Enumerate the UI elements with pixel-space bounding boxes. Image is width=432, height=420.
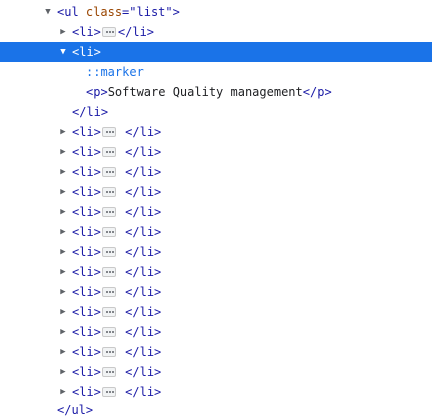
dom-node-li-collapsed[interactable]: ▶ <li> </li> — [0, 182, 432, 202]
dom-node-li-collapsed[interactable]: ▶ <li> </li> — [0, 382, 432, 402]
dom-node-marker[interactable]: ::marker — [0, 62, 432, 82]
ellipsis-icon[interactable] — [101, 366, 116, 377]
marker-pseudo-element: ::marker — [86, 65, 144, 79]
ellipsis-icon[interactable] — [101, 246, 116, 257]
p-text-content: Software Quality management — [107, 85, 303, 99]
dom-node-li-collapsed[interactable]: ▶ <li> </li> — [0, 322, 432, 342]
dom-node-li-collapsed[interactable]: ▶ <li> </li> — [0, 222, 432, 242]
ul-class-attr-name: class — [85, 5, 123, 19]
ellipsis-icon[interactable] — [101, 166, 116, 177]
ellipsis-icon[interactable] — [101, 386, 116, 397]
dom-node-li-close[interactable]: </li> — [0, 102, 432, 122]
collapsed-triangle-icon[interactable]: ▶ — [60, 347, 66, 357]
ellipsis-icon[interactable] — [101, 226, 116, 237]
collapsed-triangle-icon[interactable]: ▶ — [60, 247, 66, 257]
collapsed-triangle-icon[interactable]: ▶ — [60, 27, 66, 37]
dom-node-ul-close[interactable]: </ul> — [0, 400, 432, 420]
collapsed-triangle-icon[interactable]: ▶ — [60, 387, 66, 397]
ellipsis-icon[interactable] — [101, 306, 116, 317]
collapsed-triangle-icon[interactable]: ▶ — [60, 207, 66, 217]
dom-node-li-collapsed[interactable]: ▶ <li> </li> — [0, 302, 432, 322]
ellipsis-icon[interactable] — [101, 346, 116, 357]
li-close-tag: </li> — [72, 105, 109, 119]
ul-open-tag: <ul — [57, 5, 79, 19]
ellipsis-icon[interactable] — [101, 286, 116, 297]
dom-node-li-collapsed[interactable]: ▶ <li> </li> — [0, 362, 432, 382]
collapsed-triangle-icon[interactable]: ▶ — [60, 187, 66, 197]
dom-node-li-collapsed[interactable]: ▶ <li> </li> — [0, 342, 432, 362]
dom-node-li-collapsed[interactable]: ▶ <li></li> — [0, 22, 432, 42]
collapsed-triangle-icon[interactable]: ▶ — [60, 227, 66, 237]
dom-node-p[interactable]: <p>Software Quality management</p> — [86, 85, 332, 99]
collapsed-triangle-icon[interactable]: ▶ — [60, 287, 66, 297]
dom-node-li-collapsed[interactable]: ▶ <li> </li> — [0, 242, 432, 262]
dom-node-li-collapsed[interactable]: ▶ <li> </li> — [0, 162, 432, 182]
ul-class-attr-value: "list" — [129, 5, 173, 19]
dom-node-li-collapsed[interactable]: ▶ <li> </li> — [0, 282, 432, 302]
expanded-triangle-icon[interactable]: ▼ — [60, 47, 66, 57]
collapsed-triangle-icon[interactable]: ▶ — [60, 127, 66, 137]
dom-node-li-collapsed[interactable]: ▶ <li> </li> — [0, 262, 432, 282]
ellipsis-icon[interactable] — [101, 126, 116, 137]
collapsed-triangle-icon[interactable]: ▶ — [60, 267, 66, 277]
collapsed-triangle-icon[interactable]: ▶ — [60, 307, 66, 317]
ellipsis-icon[interactable] — [101, 206, 116, 217]
dom-node-li-collapsed[interactable]: ▶ <li> </li> — [0, 122, 432, 142]
dom-node-ul[interactable]: ▼ <ul class="list"> — [0, 2, 432, 22]
dom-node-li-collapsed[interactable]: ▶ <li> </li> — [0, 202, 432, 222]
ellipsis-icon[interactable] — [101, 266, 116, 277]
collapsed-triangle-icon[interactable]: ▶ — [60, 167, 66, 177]
collapsed-triangle-icon[interactable]: ▶ — [60, 147, 66, 157]
ellipsis-icon[interactable] — [101, 146, 116, 157]
expanded-triangle-icon[interactable]: ▼ — [45, 7, 51, 17]
dom-node-li-collapsed[interactable]: ▶ <li> </li> — [0, 142, 432, 162]
ellipsis-icon[interactable] — [101, 26, 116, 37]
ellipsis-icon[interactable] — [101, 186, 116, 197]
li-open-tag: <li> — [72, 45, 101, 59]
dom-node-li-selected[interactable]: ▼ <li> — [0, 42, 432, 62]
ellipsis-icon[interactable] — [101, 326, 116, 337]
ul-close-tag: </ul> — [57, 403, 94, 417]
collapsed-triangle-icon[interactable]: ▶ — [60, 327, 66, 337]
collapsed-triangle-icon[interactable]: ▶ — [60, 367, 66, 377]
